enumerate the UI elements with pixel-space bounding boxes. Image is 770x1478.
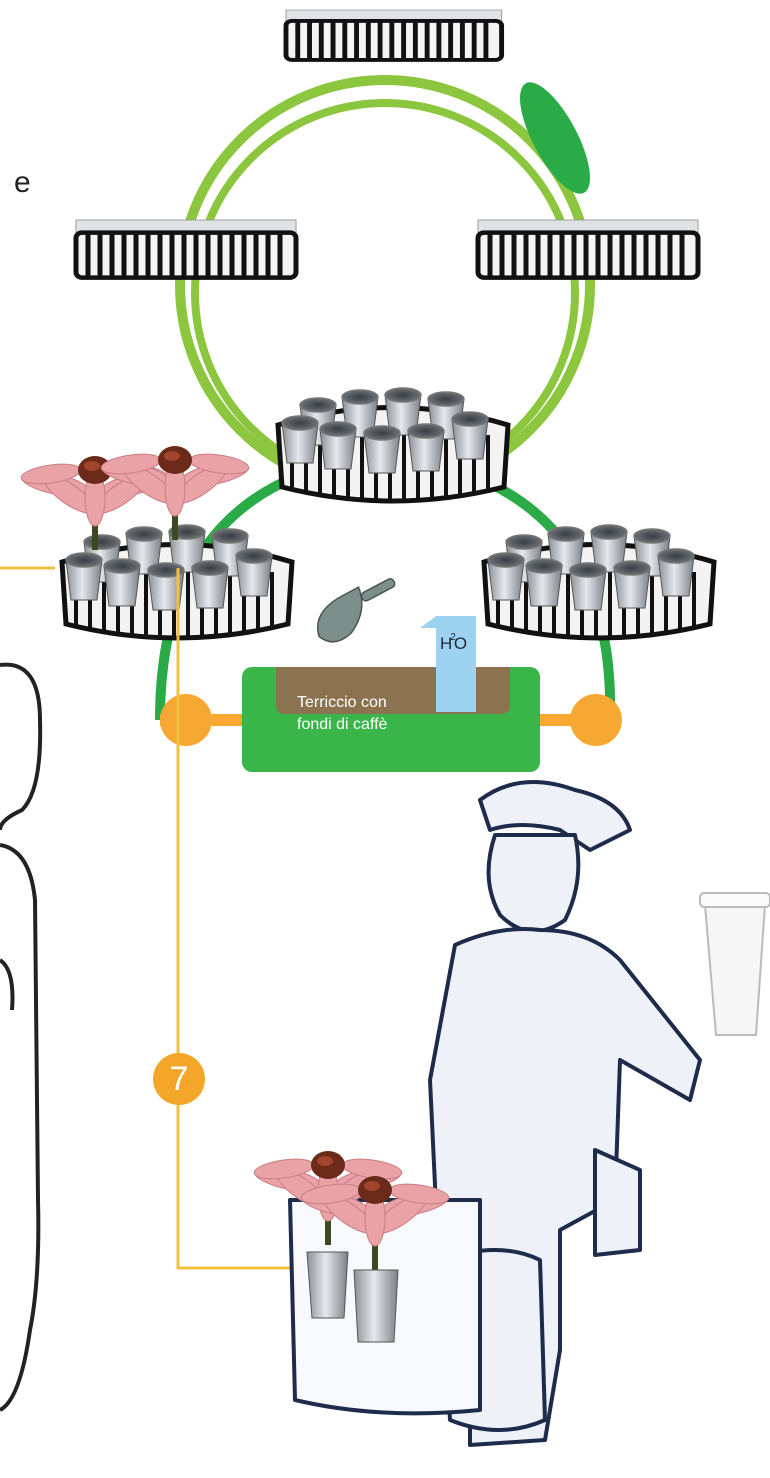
water-label-h: H bbox=[440, 634, 453, 653]
soil-label-line1: Terriccio con bbox=[297, 694, 387, 711]
right-hub bbox=[570, 694, 622, 746]
person-outline-left bbox=[0, 662, 43, 1412]
soil-label: Terriccio con fondi di caffè bbox=[297, 692, 467, 736]
center-tray bbox=[278, 388, 508, 502]
water-label-sub: 2 bbox=[450, 632, 456, 644]
top-tray bbox=[286, 10, 502, 60]
coffee-cup-icon bbox=[699, 892, 770, 1036]
title-fragment: e bbox=[14, 166, 31, 199]
flower-pot-icon bbox=[253, 1151, 451, 1343]
left-tray bbox=[76, 220, 296, 278]
leaf-handle bbox=[520, 82, 590, 194]
lower-right-tray bbox=[484, 525, 714, 639]
left-hub bbox=[160, 694, 212, 746]
water-label: H2O bbox=[440, 632, 468, 654]
leader-lines bbox=[0, 566, 318, 1270]
water-bottle-icon bbox=[420, 616, 476, 712]
scoop-icon bbox=[317, 578, 396, 643]
right-tray bbox=[478, 220, 698, 278]
step-badge: 7 bbox=[153, 1053, 205, 1105]
soil-label-line2: fondi di caffè bbox=[297, 716, 388, 733]
worker-figure bbox=[288, 780, 702, 1447]
water-label-o: O bbox=[453, 634, 468, 653]
